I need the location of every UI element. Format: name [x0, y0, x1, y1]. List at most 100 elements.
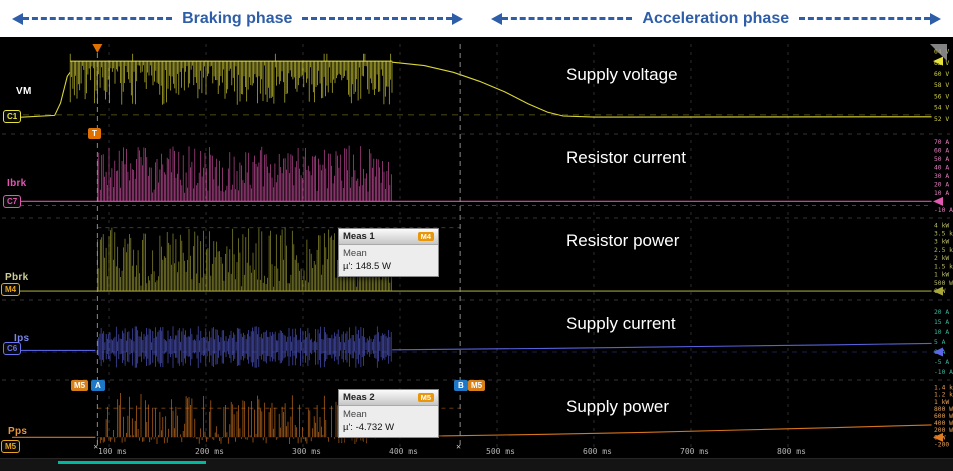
trace-line — [392, 61, 932, 118]
trace-label-pps: Pps — [8, 426, 28, 437]
braking-phase-label: Braking phase — [182, 9, 293, 27]
dashed-line — [23, 17, 173, 20]
scale-label: 10 A — [934, 329, 949, 336]
measurement-box-2[interactable]: Meas 2 M5 Mean µ': -4.732 W — [338, 389, 439, 438]
trace-label-pbrk: Pbrk — [5, 272, 29, 283]
arrow-left-icon — [12, 12, 23, 25]
scale-label: 2.5 kW — [934, 247, 953, 254]
scale-label: -10 A — [934, 207, 953, 214]
measurement-title: Meas 1 — [343, 231, 375, 242]
channel-marker-arrow — [933, 196, 943, 206]
scale-label: 600 W — [934, 413, 953, 420]
trace-label-ibrk: Ibrk — [7, 178, 27, 189]
scale-label: 1.2 kW — [934, 392, 953, 399]
measurement-value: µ': 148.5 W — [343, 261, 391, 273]
zoom-overview-bar[interactable] — [58, 461, 206, 464]
scale-label: 30 A — [934, 173, 949, 180]
acceleration-phase-label: Acceleration phase — [642, 9, 790, 27]
measurement-source-badge: M5 — [417, 393, 434, 402]
math-badge-m4[interactable]: M4 — [1, 283, 21, 296]
time-axis-label: 800 ms — [777, 447, 806, 456]
scale-label: 10 A — [934, 190, 949, 197]
channel-marker-arrow — [933, 286, 943, 296]
scale-label: 1 kW — [934, 272, 949, 279]
scale-label: 800 W — [934, 406, 953, 413]
measurement-header: Meas 2 M5 — [339, 390, 438, 406]
trigger-badge[interactable]: T — [88, 128, 101, 139]
bottom-status-strip — [0, 458, 953, 471]
scale-label: 500 W — [934, 280, 953, 287]
scale-label: 54 V — [934, 105, 949, 112]
measurement-box-1[interactable]: Meas 1 M4 Mean µ': 148.5 W — [338, 228, 439, 277]
annotation-supply-power: Supply power — [566, 397, 670, 416]
scale-label: 50 A — [934, 156, 949, 163]
scale-label: 56 V — [934, 93, 949, 100]
scale-label: 52 V — [934, 116, 949, 123]
trace-spikes — [97, 145, 392, 202]
scale-label: 4 kW — [934, 222, 949, 229]
scale-label: 400 W — [934, 420, 953, 427]
scale-label: 70 A — [934, 139, 949, 146]
channel-marker-arrow — [933, 56, 943, 66]
scale-label: 20 A — [934, 181, 949, 188]
time-axis-label: 300 ms — [292, 447, 321, 456]
time-axis-label: 700 ms — [680, 447, 709, 456]
scale-label: 1.4 kW — [934, 385, 953, 392]
gate-badge-m5-right[interactable]: M5 — [468, 380, 486, 391]
acceleration-phase-arrow: Acceleration phase — [490, 9, 942, 28]
math-badge-m5[interactable]: M5 — [1, 440, 21, 453]
time-axis-label: 100 ms — [98, 447, 127, 456]
annotation-supply-current: Supply current — [566, 314, 676, 333]
measurement-stat-name: Mean — [343, 409, 367, 420]
scale-label: 60 A — [934, 148, 949, 155]
scale-label: 1.5 kW — [934, 263, 953, 270]
scale-label: 200 W — [934, 427, 953, 434]
trace-line — [392, 424, 932, 438]
channel-marker-arrow — [933, 432, 943, 442]
scale-label: -200 W — [934, 441, 953, 448]
scale-label: 3.5 kW — [934, 231, 953, 238]
scale-label: 20 A — [934, 309, 949, 316]
trigger-position-marker — [92, 44, 103, 53]
measurement-stat-name: Mean — [343, 248, 367, 259]
measurement-body: Mean µ': 148.5 W — [339, 245, 438, 276]
trace-line — [392, 342, 932, 351]
braking-phase-arrow: Braking phase — [12, 10, 463, 28]
trace-label-vm: VM — [16, 86, 32, 97]
scale-label: 40 A — [934, 165, 949, 172]
dashed-line — [799, 17, 931, 20]
cursor-b-badge[interactable]: B — [454, 380, 468, 391]
arrow-left-icon — [490, 12, 502, 25]
trace-noise-band — [97, 326, 392, 368]
measurement-body: Mean µ': -4.732 W — [339, 406, 438, 437]
time-axis-label: 600 ms — [583, 447, 612, 456]
scale-label: 58 V — [934, 82, 949, 89]
cursor-x-mark: ✕ — [93, 442, 98, 451]
channel-badge-c7[interactable]: C7 — [3, 195, 22, 208]
cursor-x-mark: ✕ — [456, 442, 461, 451]
phase-banner: Braking phase Acceleration phase — [0, 0, 953, 37]
dashed-line — [501, 17, 633, 20]
expansion-marker — [930, 44, 947, 61]
time-axis-label: 200 ms — [195, 447, 224, 456]
trace-pwm-band — [69, 53, 393, 105]
channel-badge-c6[interactable]: C6 — [3, 342, 22, 355]
annotation-supply-voltage: Supply voltage — [566, 65, 678, 84]
gate-badge-m5-left[interactable]: M5 — [71, 380, 89, 391]
scale-label: 2 kW — [934, 255, 949, 262]
time-axis-label: 400 ms — [389, 447, 418, 456]
measurement-value: µ': -4.732 W — [343, 422, 395, 434]
scale-label: 5 A — [934, 339, 946, 346]
arrow-right-icon — [930, 12, 942, 25]
cursor-a-badge[interactable]: A — [91, 380, 105, 391]
scale-label: 3 kW — [934, 239, 949, 246]
measurement-header: Meas 1 M4 — [339, 229, 438, 245]
scale-label: 60 V — [934, 71, 949, 78]
annotation-resistor-current: Resistor current — [566, 148, 686, 167]
arrow-right-icon — [451, 12, 463, 25]
channel-badge-c1[interactable]: C1 — [3, 110, 22, 123]
dashed-line — [302, 17, 452, 20]
channel-marker-arrow — [933, 347, 943, 357]
time-axis-label: 500 ms — [486, 447, 515, 456]
